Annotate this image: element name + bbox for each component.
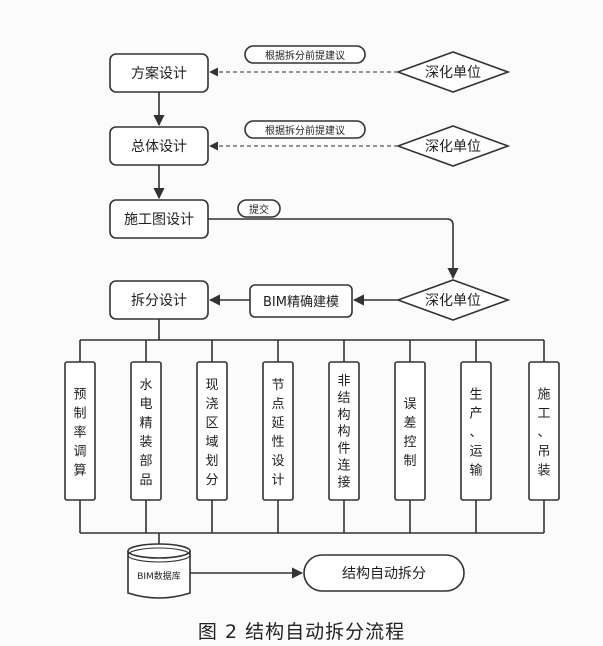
node-shenhua-3-label: 深化单位 [425,293,481,309]
branch-group: 预制率调算 水电精装部品 现浇区域划分 节点延性设计 非结构构件连接 误差控制 生产、运输 施… [64,340,560,533]
branch-label: 施工、吊装 [537,387,550,478]
branch-2: 水电精装部品 [130,340,162,533]
node-bim-model: BIM精确建模 [249,284,353,318]
node-shenhua-1: 深化单位 [395,51,511,93]
node-bim-db-label: BIM数据库 [137,570,181,582]
node-auto-split-label: 结构自动拆分 [342,566,426,582]
edge-shigongtu-shenhua3 [208,218,459,280]
label-suggest-1-text: 根据拆分前提建议 [265,49,345,62]
branch-box [64,361,96,501]
node-chaifen: 拆分设计 [109,280,209,320]
branch-5: 非结构构件连接 [328,340,360,533]
branch-3: 现浇区域划分 [196,340,228,533]
node-shigongtu-label: 施工图设计 [124,212,194,228]
branch-label: 非结构构件连接 [337,374,350,490]
figure-caption: 图 2 结构自动拆分流程 [197,621,406,643]
node-fangan: 方案设计 [109,53,209,93]
branch-box [394,361,426,501]
branch-box [328,361,360,501]
branch-8: 施工、吊装 [528,340,560,533]
label-suggest-1: 根据拆分前提建议 [244,45,366,64]
branch-1: 预制率调算 [64,340,96,533]
node-chaifen-label: 拆分设计 [131,293,187,309]
branch-label: 节点延性设计 [271,378,284,488]
branch-label: 生产、运输 [469,387,482,478]
branch-box [460,361,492,501]
branch-7: 生产、运输 [460,340,492,533]
branch-label: 水电精装部品 [139,378,152,488]
node-shenhua-1-label: 深化单位 [425,65,481,81]
branch-box [528,361,560,501]
branch-box [262,361,294,501]
node-shenhua-2-label: 深化单位 [425,139,481,155]
label-submit-text: 提交 [249,203,269,216]
node-fangan-label: 方案设计 [131,65,187,82]
branch-label: 误差控制 [403,397,416,469]
branch-box [130,361,162,501]
node-bim-model-label: BIM精确建模 [263,295,339,310]
branch-label: 预制率调算 [73,387,86,478]
node-shigongtu: 施工图设计 [109,199,209,239]
label-suggest-2: 根据拆分前提建议 [244,120,366,139]
branch-4: 节点延性设计 [262,340,294,533]
node-bim-db: BIM数据库 [127,543,191,599]
node-auto-split: 结构自动拆分 [303,554,465,592]
node-zongti: 总体设计 [109,126,209,166]
branch-label: 现浇区域划分 [205,378,218,488]
node-shenhua-2: 深化单位 [395,125,511,167]
branch-box [196,361,228,501]
label-submit: 提交 [237,199,281,218]
node-zongti-label: 总体设计 [131,139,187,155]
label-suggest-2-text: 根据拆分前提建议 [265,124,345,137]
node-shenhua-3: 深化单位 [395,279,511,321]
branch-6: 误差控制 [394,340,426,533]
